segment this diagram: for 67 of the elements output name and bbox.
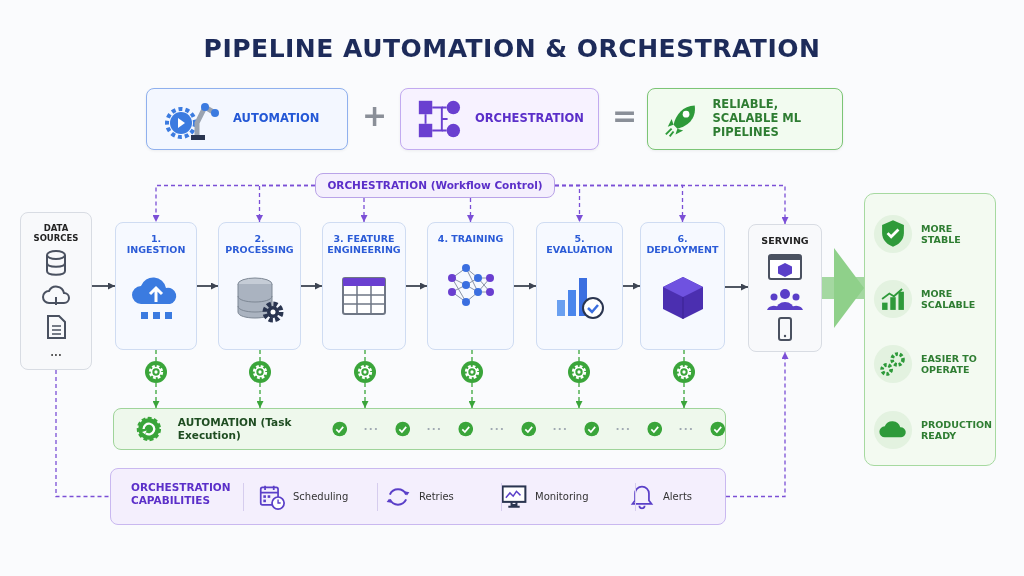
capability-label: Retries xyxy=(419,491,454,503)
card-title: ORCHESTRATION xyxy=(474,112,584,126)
operator-sign: = xyxy=(612,98,638,133)
stage-title: 2. PROCESSING xyxy=(224,233,295,256)
benefit-label: MORE SCALABLE xyxy=(921,287,977,311)
stage-card xyxy=(218,222,301,350)
arrow xyxy=(468,382,476,409)
capability-label: Scheduling xyxy=(293,491,349,503)
benefit-label: PRODUCTION READY xyxy=(921,418,991,442)
block-arrow xyxy=(822,248,864,328)
connector-line xyxy=(259,349,261,362)
card-title: RELIABLE, SCALABLE ML PIPELINES xyxy=(712,98,803,140)
concept-card xyxy=(400,88,599,150)
connector-line xyxy=(55,369,111,498)
bar-title: ORCHESTRATION CAPABILITIES xyxy=(131,481,232,507)
arrow xyxy=(256,184,316,223)
connector-line xyxy=(471,349,473,362)
diagram-title: PIPELINE AUTOMATION & ORCHESTRATION xyxy=(202,34,822,63)
arrow xyxy=(554,184,789,225)
connector-line xyxy=(364,349,366,362)
arrow xyxy=(361,382,369,409)
concept-card xyxy=(647,88,843,150)
arrow xyxy=(300,282,323,290)
arrow xyxy=(256,382,264,409)
capability-label: Alerts xyxy=(663,491,692,503)
arrow xyxy=(622,282,641,290)
arrow xyxy=(405,282,428,290)
orchestration-banner xyxy=(315,173,555,198)
arrow xyxy=(725,351,789,498)
concept-card xyxy=(146,88,348,150)
arrow xyxy=(680,382,688,409)
ellipsis-text: ... xyxy=(50,347,62,360)
bar-title: AUTOMATION (Task Execution) xyxy=(177,416,293,442)
benefit-label: MORE STABLE xyxy=(921,222,962,246)
stage-title: 6. DEPLOYMENT xyxy=(645,233,720,256)
arrow xyxy=(152,382,160,409)
stage-card xyxy=(536,222,623,350)
arrow xyxy=(91,282,116,290)
arrow xyxy=(196,282,219,290)
capabilities-bar xyxy=(110,468,726,525)
arrow xyxy=(360,197,368,223)
capability-label: Monitoring xyxy=(535,491,589,503)
card-title: AUTOMATION xyxy=(233,112,320,126)
stage-title: 3. FEATURE ENGINEERING xyxy=(326,233,402,256)
stage-title: SERVING xyxy=(760,235,810,247)
connector-line xyxy=(155,349,157,362)
banner-title: ORCHESTRATION (Workflow Control) xyxy=(327,179,543,192)
stage-title: DATA SOURCES xyxy=(32,223,80,244)
stage-card xyxy=(115,222,197,350)
serving-card xyxy=(748,224,822,352)
benefits-panel xyxy=(864,193,996,466)
stage-title: 1. INGESTION xyxy=(125,233,187,256)
connector-line xyxy=(578,349,580,362)
arrow xyxy=(724,283,749,291)
arrow xyxy=(575,382,583,409)
stage-title: 4. TRAINING xyxy=(436,233,505,245)
arrow xyxy=(467,197,474,223)
connector-line xyxy=(683,349,685,362)
stage-card xyxy=(427,222,514,350)
stage-title: 5. EVALUATION xyxy=(545,233,614,256)
operator-sign: + xyxy=(362,98,388,133)
stage-card xyxy=(640,222,725,350)
benefit-label: EASIER TO OPERATE xyxy=(921,352,978,376)
automation-bar xyxy=(113,408,726,450)
stage-card xyxy=(322,222,406,350)
source-card xyxy=(20,212,92,370)
arrow xyxy=(513,282,537,290)
